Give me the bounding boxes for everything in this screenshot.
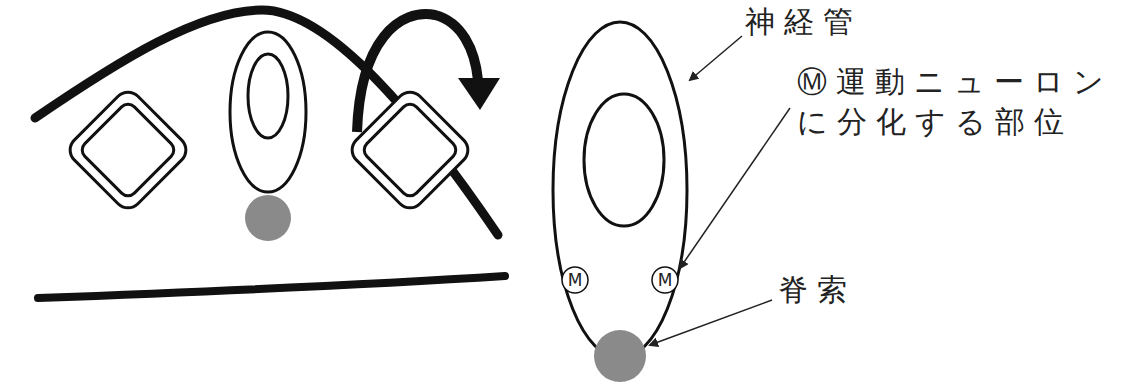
endoderm-line xyxy=(38,276,505,298)
marker-letter: M xyxy=(561,266,589,294)
motor-neuron-marker: M xyxy=(561,266,589,294)
notochord-enlarged xyxy=(594,330,646,382)
marker-letter: M xyxy=(651,266,679,294)
zoom-arrowhead xyxy=(458,78,500,110)
somite xyxy=(64,86,191,213)
somite xyxy=(346,86,473,213)
leader-line xyxy=(690,36,742,80)
part-label: 脊索 xyxy=(778,270,978,310)
leader-line xyxy=(680,108,790,268)
neural-tube xyxy=(230,32,306,192)
motor-neuron-marker: M xyxy=(651,266,679,294)
notochord xyxy=(245,195,291,241)
part-label: Ⓜ運動ニューロン に分化する部位 xyxy=(797,62,1129,142)
neural-canal-enlarged xyxy=(584,94,664,226)
neural-canal xyxy=(248,54,288,138)
part-label: 神経管 xyxy=(745,2,945,42)
leader-line xyxy=(650,300,772,345)
neural-tube-enlarged xyxy=(553,22,687,358)
